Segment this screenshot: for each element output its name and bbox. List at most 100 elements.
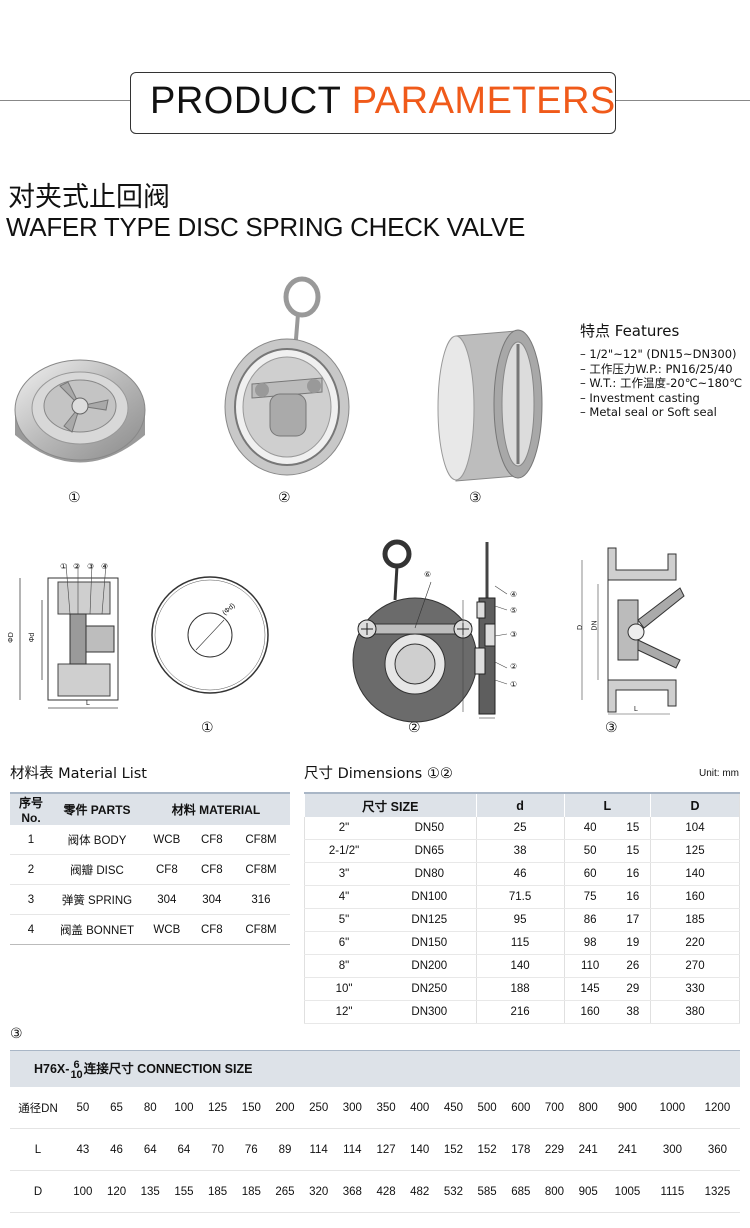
drawing-side-2 (462, 542, 508, 719)
dim-cell: 140 (650, 862, 740, 886)
dim-cell: 145 (563, 977, 616, 1001)
dim-label-L: L (86, 700, 90, 707)
mat-cell: 阀体 BODY (52, 825, 142, 855)
dim-cell: 17 (615, 908, 651, 932)
conn-cell-d: 1325 (694, 1170, 740, 1213)
conn-cell-dn: 600 (503, 1087, 538, 1129)
dim-cell: 98 (563, 931, 616, 955)
conn-cell-l: 89 (268, 1128, 302, 1171)
dim-cell: 38 (615, 1000, 651, 1024)
mat-cell: CF8 (142, 854, 192, 885)
conn-cell-dn: 300 (335, 1087, 370, 1129)
dim-cell: 2-1/2" (304, 839, 384, 863)
callout-1-2: ② (73, 562, 81, 571)
photo-label-3: ③ (469, 490, 482, 506)
callout-1-1: ① (60, 562, 68, 571)
header-box (130, 72, 616, 134)
dim-cell: 2" (304, 817, 384, 840)
conn-cell-d: 155 (167, 1170, 201, 1213)
conn-cell-d: 135 (133, 1170, 168, 1213)
dim-cell: DN300 (383, 1000, 477, 1024)
dim-cell: 15 (615, 839, 651, 863)
dim-cell: 140 (475, 954, 565, 978)
drawing-label-1: ① (201, 720, 214, 736)
drawing-section-3 (581, 547, 685, 715)
dim-cell: DN50 (383, 817, 477, 840)
dim-cell: 95 (475, 908, 565, 932)
dim-cell: 330 (650, 977, 740, 1001)
conn-cell-l: 152 (436, 1128, 471, 1171)
mat-cell: CF8 (191, 854, 232, 885)
mat-cell: WCB (142, 914, 192, 945)
mat-cell: 弹簧 SPRING (52, 884, 142, 915)
callout-1-4: ④ (101, 562, 109, 571)
dim-cell: 4" (304, 885, 384, 909)
mat-cell: 4 (10, 914, 52, 945)
dim-cell: 104 (650, 817, 740, 840)
drawing-section-1 (19, 563, 119, 709)
dim-cell: 6" (304, 931, 384, 955)
dim-cell: 16 (615, 885, 651, 909)
header-rule-right (615, 100, 750, 101)
dim-cell: 5" (304, 908, 384, 932)
dim-cell: 160 (563, 1000, 616, 1024)
dim-cell: 86 (563, 908, 616, 932)
caption-num: 6 (73, 1058, 80, 1071)
dim-cell: 160 (650, 885, 740, 909)
mat-header-material: 材料 MATERIAL (142, 792, 290, 825)
caption-den: 10 (70, 1068, 83, 1081)
dim-cell: DN200 (383, 954, 477, 978)
product-photo-3 (437, 329, 543, 482)
mat-header-no: 序号No. (10, 792, 52, 825)
conn-cell-dn: 150 (234, 1087, 269, 1129)
mat-cell: 2 (10, 854, 52, 885)
conn-cell-d: 685 (503, 1170, 538, 1213)
dim-cell: 188 (475, 977, 565, 1001)
conn-cell-dn: 450 (436, 1087, 471, 1129)
row-label-d: D (10, 1170, 66, 1213)
dim-cell: DN65 (383, 839, 477, 863)
dim-cell: 115 (475, 931, 565, 955)
dim-cell: 8" (304, 954, 384, 978)
unit-label: Unit: mm (699, 768, 739, 779)
conn-cell-d: 368 (335, 1170, 370, 1213)
callout-side-2: ② (510, 662, 518, 671)
conn-cell-l: 43 (66, 1128, 100, 1171)
callout-6: ⑥ (424, 570, 432, 579)
dim-cell: 50 (563, 839, 616, 863)
dim-cell: DN150 (383, 931, 477, 955)
conn-cell-d: 1005 (605, 1170, 650, 1213)
mat-header-parts: 零件 PARTS (52, 792, 142, 825)
dim-cell: 15 (615, 817, 651, 840)
conn-cell-d: 428 (369, 1170, 403, 1213)
dim-cell: DN125 (383, 908, 477, 932)
dim-cell: 46 (475, 862, 565, 886)
dim-cell: DN250 (383, 977, 477, 1001)
conn-cell-dn: 500 (470, 1087, 504, 1129)
mat-cell: 304 (142, 884, 192, 915)
feature-item: Metal seal or Soft seal (580, 405, 742, 420)
mat-cell: WCB (142, 825, 192, 855)
header-rule-left (0, 100, 130, 101)
conn-cell-l: 64 (133, 1128, 168, 1171)
conn-cell-dn: 80 (133, 1087, 168, 1129)
caption-suffix: 连接尺寸 CONNECTION SIZE (83, 1062, 253, 1077)
conn-cell-d: 320 (301, 1170, 336, 1213)
conn-cell-l: 178 (503, 1128, 538, 1171)
mat-cell: 阀盖 BONNET (52, 914, 142, 945)
photo-label-2: ② (278, 490, 291, 506)
drawing-front-2 (352, 539, 478, 723)
mat-cell: 304 (191, 884, 232, 915)
dim-label-D: ΦD (7, 632, 15, 643)
dim-cell: 40 (563, 817, 616, 840)
